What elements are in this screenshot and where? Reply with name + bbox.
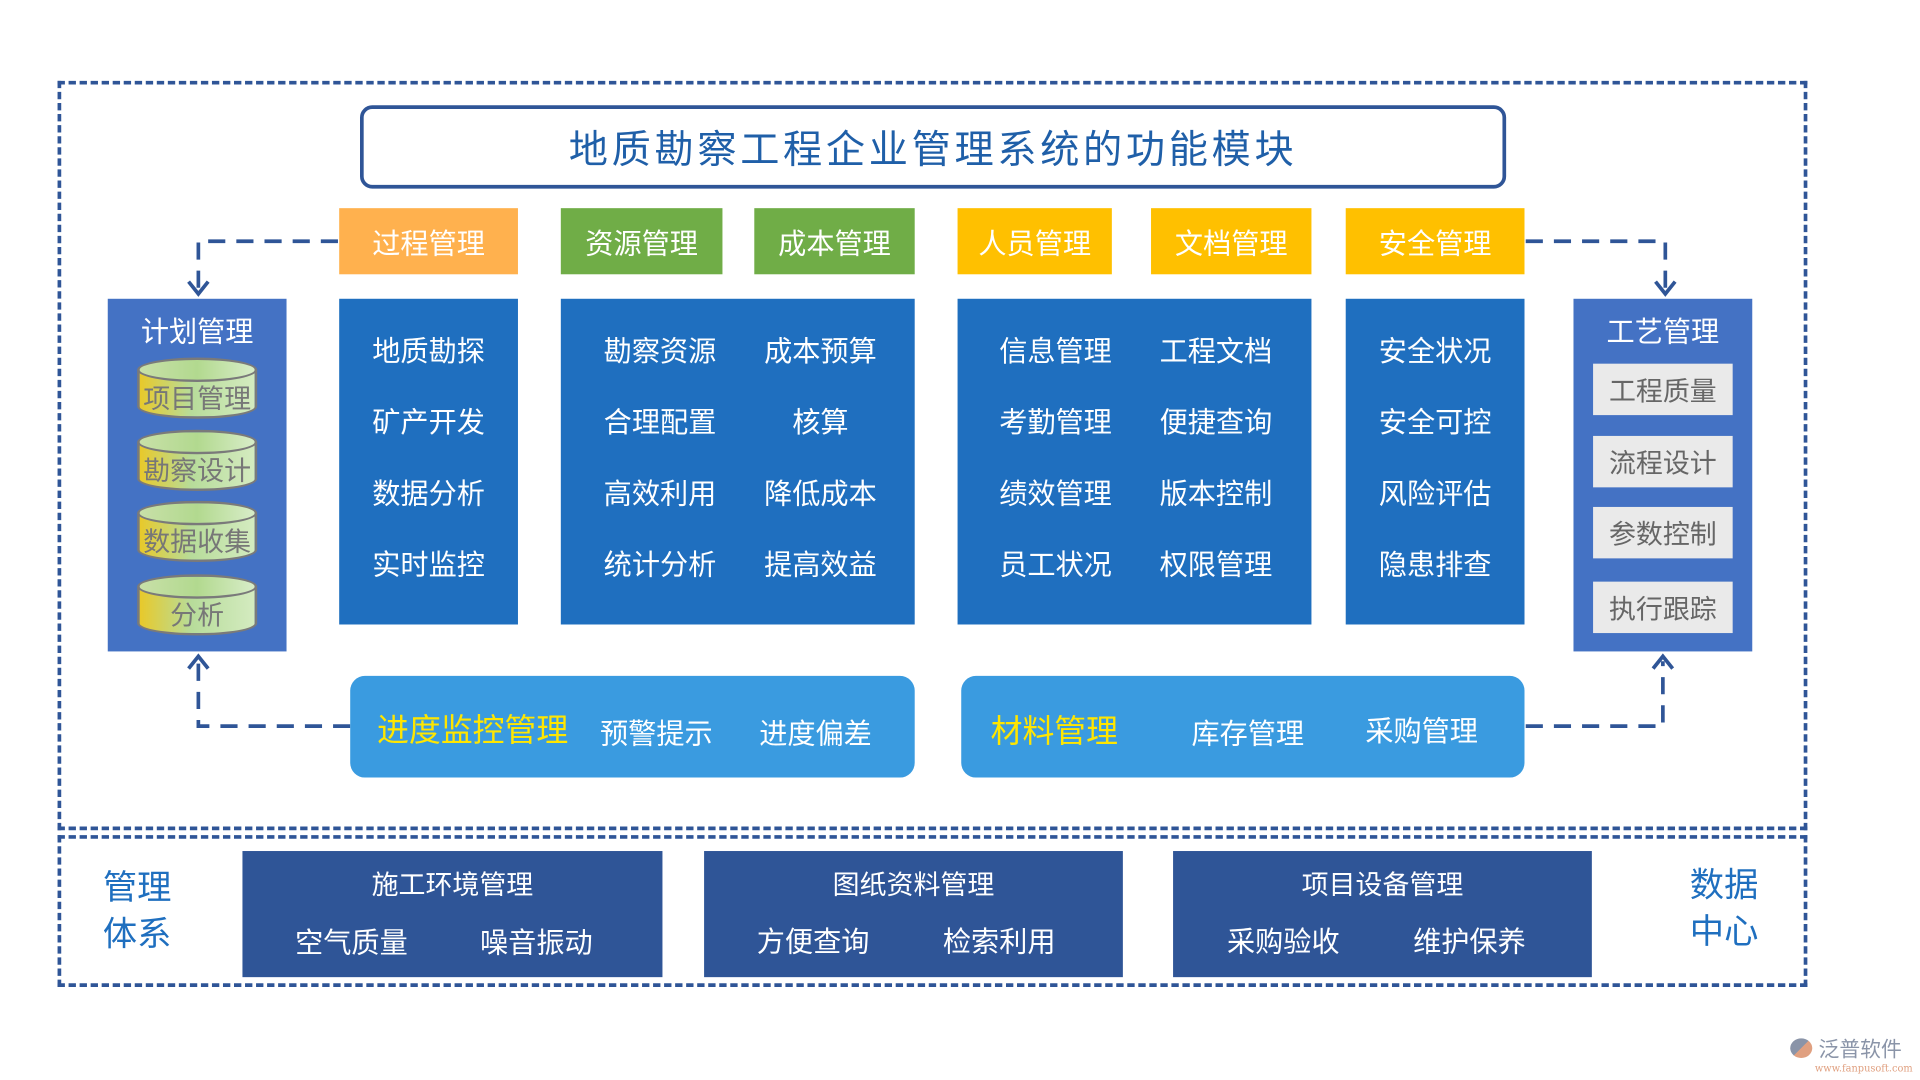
craft-item: 工程质量 — [1593, 363, 1733, 416]
craft-item: 执行跟踪 — [1593, 581, 1733, 634]
cost-item: 提高效益 — [764, 549, 877, 582]
progress-title: 进度监控管理 — [377, 712, 569, 750]
lower-frame — [57, 835, 1808, 987]
plan-cylinder: 项目管理 — [137, 357, 258, 422]
resource-item: 高效利用 — [603, 478, 717, 511]
process-item: 矿产开发 — [372, 407, 485, 440]
cost-item: 降低成本 — [764, 478, 877, 511]
document-item: 权限管理 — [1159, 549, 1273, 582]
header-document: 文档管理 — [1151, 208, 1312, 275]
personnel-item: 信息管理 — [999, 336, 1112, 369]
upper-frame — [57, 80, 1808, 831]
logo: 泛普软件 www.fanpusoft.com — [1790, 1032, 1913, 1074]
progress-panel: 进度监控管理 预警提示 进度偏差 — [350, 675, 915, 778]
process-item: 数据分析 — [372, 478, 485, 511]
resource-item: 统计分析 — [603, 549, 717, 582]
arrow-down-icon — [187, 280, 210, 297]
block-personnel-document: 信息管理 考勤管理 绩效管理 员工状况 工程文档 便捷查询 版本控制 权限管理 — [957, 298, 1312, 625]
block-process: 地质勘探 矿产开发 数据分析 实时监控 — [339, 298, 518, 625]
material-item: 库存管理 — [1191, 718, 1305, 751]
header-personnel: 人员管理 — [957, 208, 1112, 275]
management-system-label: 管理体系 — [102, 866, 172, 954]
page-title: 地质勘察工程企业管理系统的功能模块 — [360, 105, 1507, 189]
arrow-down-icon — [1654, 280, 1677, 297]
connector-right-top — [1525, 239, 1668, 292]
personnel-item: 员工状况 — [999, 549, 1112, 582]
plan-cylinder: 勘察设计 — [137, 429, 258, 494]
document-item: 便捷查询 — [1159, 407, 1273, 440]
personnel-item: 绩效管理 — [999, 478, 1112, 511]
cost-item: 核算 — [792, 407, 849, 440]
connector-left-bottom — [196, 661, 351, 728]
craft-item: 参数控制 — [1593, 506, 1733, 559]
safety-item: 风险评估 — [1378, 478, 1492, 511]
resource-item: 合理配置 — [603, 407, 717, 440]
logo-icon — [1790, 1037, 1813, 1058]
block-resource-cost: 勘察资源 合理配置 高效利用 统计分析 成本预算 核算 降低成本 提高效益 — [560, 298, 915, 625]
arrow-up-icon — [187, 653, 210, 670]
safety-item: 隐患排查 — [1378, 549, 1492, 582]
plan-cylinder: 分析 — [137, 574, 258, 638]
block-safety: 安全状况 安全可控 风险评估 隐患排查 — [1345, 298, 1525, 625]
process-item: 实时监控 — [372, 549, 485, 582]
bottom-box: 图纸资料管理 方便查询 检索利用 — [704, 851, 1123, 978]
personnel-item: 考勤管理 — [999, 407, 1112, 440]
arrow-up-icon — [1651, 653, 1675, 670]
plan-panel: 计划管理 项目管理 勘察设计 数据收集 分析 — [107, 298, 287, 652]
cost-item: 成本预算 — [764, 336, 877, 369]
connector-left-top — [196, 239, 338, 292]
safety-item: 安全可控 — [1378, 407, 1492, 440]
document-item: 工程文档 — [1159, 336, 1273, 369]
craft-panel: 工艺管理 工程质量 流程设计 参数控制 执行跟踪 — [1573, 298, 1753, 652]
header-safety: 安全管理 — [1345, 208, 1525, 275]
plan-title: 计划管理 — [140, 317, 254, 349]
craft-title: 工艺管理 — [1606, 317, 1720, 349]
material-item: 采购管理 — [1365, 716, 1478, 749]
plan-cylinder: 数据收集 — [137, 500, 258, 565]
connector-right-bottom — [1525, 661, 1665, 728]
bottom-box: 施工环境管理 空气质量 噪音振动 — [242, 851, 663, 978]
safety-item: 安全状况 — [1378, 336, 1492, 369]
header-process: 过程管理 — [339, 208, 518, 275]
craft-item: 流程设计 — [1593, 435, 1733, 488]
document-item: 版本控制 — [1159, 478, 1273, 511]
process-item: 地质勘探 — [372, 336, 485, 369]
material-title: 材料管理 — [990, 713, 1118, 751]
header-resource: 资源管理 — [560, 208, 723, 275]
progress-item: 进度偏差 — [759, 718, 872, 751]
bottom-box: 项目设备管理 采购验收 维护保养 — [1173, 851, 1592, 978]
header-cost: 成本管理 — [754, 208, 915, 275]
data-center-label: 数据中心 — [1689, 864, 1759, 952]
material-panel: 材料管理 库存管理 采购管理 — [961, 675, 1525, 778]
progress-item: 预警提示 — [600, 718, 713, 751]
resource-item: 勘察资源 — [603, 336, 717, 369]
